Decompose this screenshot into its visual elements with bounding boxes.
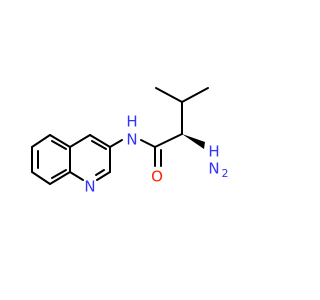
- quinoline-nitrogen-label: N: [84, 178, 95, 196]
- molecule-drawing: N N H O H N 2: [31, 87, 229, 196]
- structure-canvas: N N H O H N 2: [31, 87, 229, 196]
- bond: [154, 133, 183, 148]
- amide-hydrogen-label: H: [126, 113, 137, 131]
- amine-nitrogen-label: N: [208, 160, 219, 178]
- bond: [31, 171, 51, 185]
- amine-hydrogen-label: H: [208, 143, 219, 161]
- bond: [69, 171, 84, 181]
- amide-nitrogen-label: N: [126, 131, 137, 149]
- amine-subscript: 2: [222, 167, 229, 180]
- bond: [96, 171, 111, 181]
- bond: [109, 139, 123, 148]
- bond: [181, 87, 209, 103]
- stereo-wedge: [182, 134, 205, 149]
- bond: [69, 134, 91, 148]
- bond: [49, 171, 71, 185]
- double-bond-inner: [51, 169, 67, 179]
- pyridine-ring: [69, 134, 111, 181]
- bond: [155, 87, 183, 103]
- bond: [140, 139, 156, 148]
- double-bond-inner: [51, 140, 67, 150]
- bond: [89, 134, 111, 148]
- carbonyl-oxygen-label: O: [151, 168, 163, 186]
- bond: [31, 134, 51, 148]
- benzene-ring: [31, 134, 71, 185]
- bond: [49, 134, 71, 148]
- double-bond-inner: [95, 169, 105, 176]
- double-bond-inner: [91, 140, 107, 150]
